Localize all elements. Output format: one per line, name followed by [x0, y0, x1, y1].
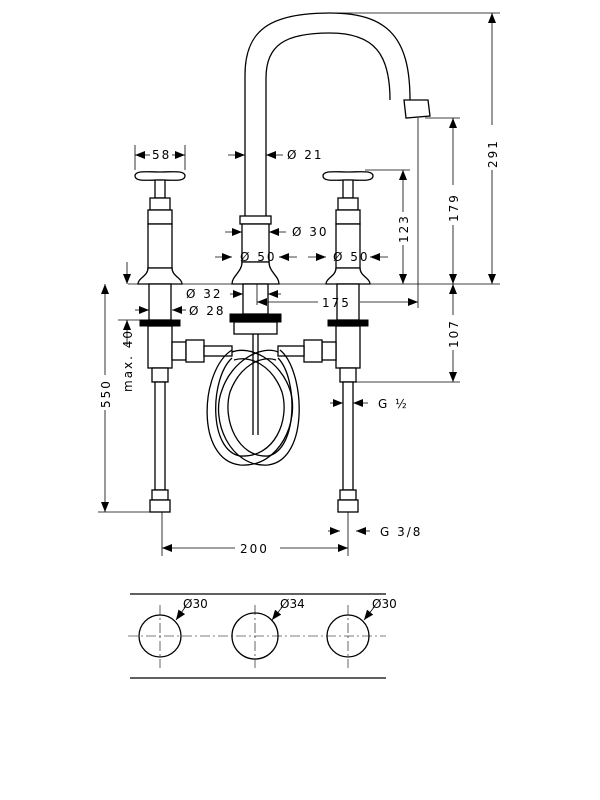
- hole-right: [326, 614, 370, 658]
- dim-shank-dia-left: Ø 28: [189, 304, 226, 318]
- dim-height-179: 179: [447, 193, 461, 222]
- dim-reach: 175: [322, 296, 351, 310]
- dimension-lines: [98, 12, 500, 556]
- dim-handle-width: 58: [152, 148, 171, 162]
- hole-label-center: Ø34: [280, 597, 305, 611]
- hole-label-right: Ø30: [372, 597, 397, 611]
- hole-label-left: Ø30: [183, 597, 208, 611]
- left-valve: [134, 171, 233, 513]
- dim-max-deck: max. 40: [121, 329, 135, 392]
- dim-height-123: 123: [397, 214, 411, 243]
- spout: [229, 12, 431, 435]
- dim-depth-107: 107: [447, 319, 461, 348]
- hole-left: [138, 614, 182, 658]
- dim-thread-half: G ½: [378, 397, 409, 411]
- connecting-hose: [206, 349, 300, 466]
- dim-thread-3-8: G 3/8: [380, 525, 422, 539]
- dim-valve-dia-right: Ø 50: [333, 250, 370, 264]
- right-valve: [277, 171, 374, 513]
- dim-hose-length: 550: [99, 379, 113, 408]
- dim-valve-dia-center: Ø 50: [240, 250, 277, 264]
- dim-spout-base-dia: Ø 30: [292, 225, 329, 239]
- hole-center: [231, 612, 279, 660]
- dim-spout-dia: Ø 21: [287, 148, 324, 162]
- dim-shank-dia-center: Ø 32: [186, 287, 223, 301]
- hole-pattern: [128, 593, 386, 679]
- dim-height-291: 291: [486, 139, 500, 168]
- dim-spacing: 200: [240, 542, 269, 556]
